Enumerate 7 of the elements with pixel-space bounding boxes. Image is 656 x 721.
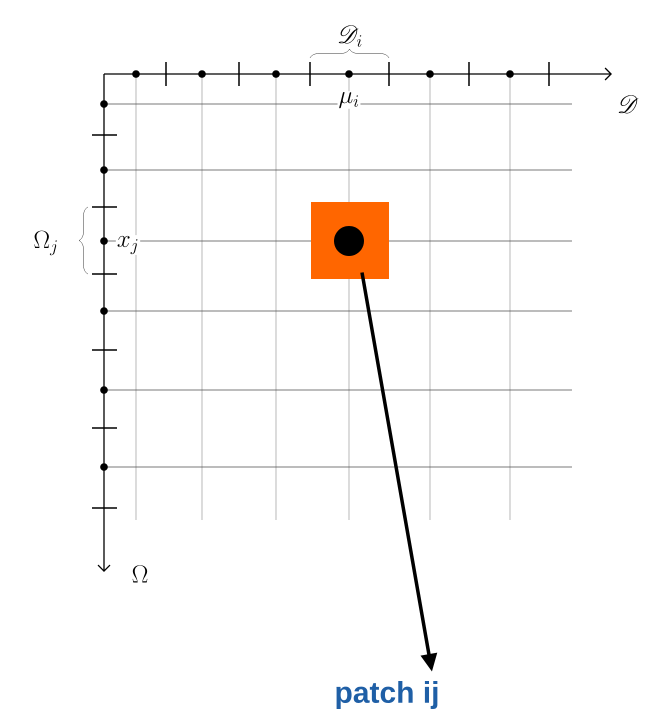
axis-label: $\Omega$ [132, 565, 148, 582]
axis-label: $\mathscr{D}_i$ [338, 25, 362, 47]
axis-label: $\mu_i$ [338, 91, 360, 109]
axis-label: $\Omega_j$ [34, 230, 57, 256]
axis-label: $x_j$ [116, 235, 140, 255]
patch-label: patch ij [336, 681, 438, 709]
axis-label: $\mathscr{D}$ [618, 95, 638, 114]
